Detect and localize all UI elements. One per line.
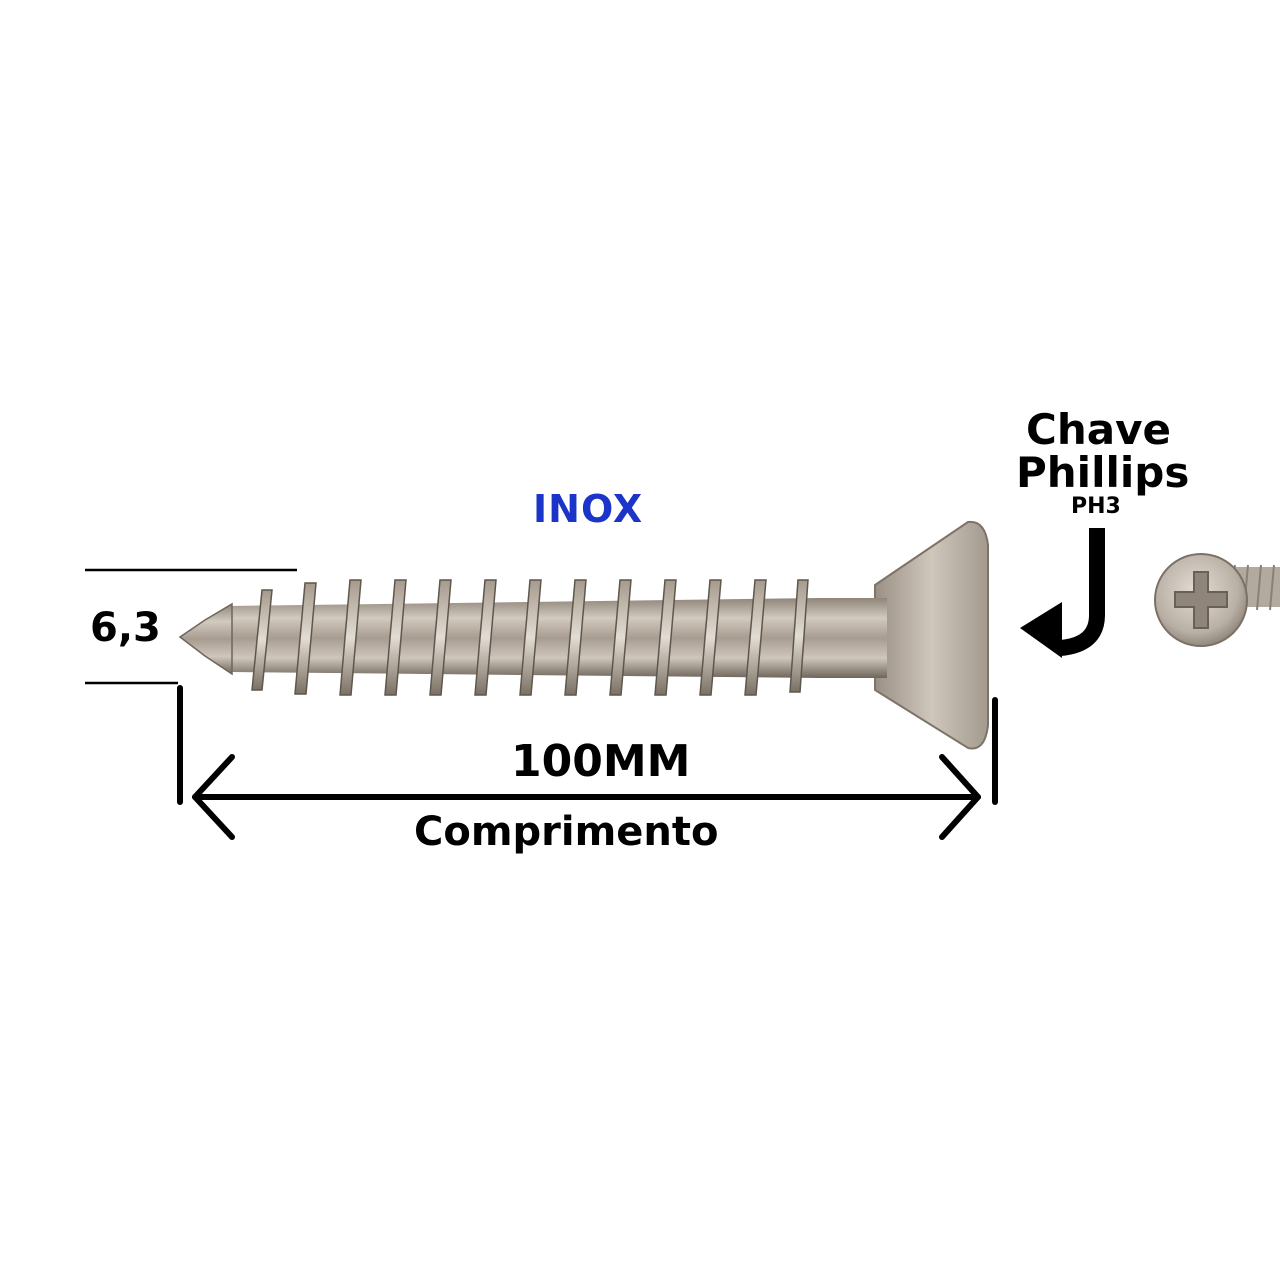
driver-size-label: PH3: [1071, 494, 1121, 519]
screw-head: [874, 520, 989, 750]
driver-type-line2: Phillips: [1016, 448, 1190, 497]
screw-neck: [815, 598, 887, 678]
phillips-recess: [1174, 571, 1228, 629]
length-label: 100MM: [511, 736, 691, 787]
driver-type-line1: Chave: [1026, 405, 1171, 454]
screw-threads: [251, 579, 809, 696]
diameter-label: 6,3: [90, 605, 161, 651]
length-caption: Comprimento: [414, 809, 719, 855]
screw-tip: [178, 602, 233, 676]
curved-arrow-icon: [1020, 528, 1105, 658]
material-label: INOX: [533, 487, 644, 531]
dimension-arrowhead-right: [939, 754, 981, 840]
dimension-arrowhead-left: [192, 754, 235, 840]
